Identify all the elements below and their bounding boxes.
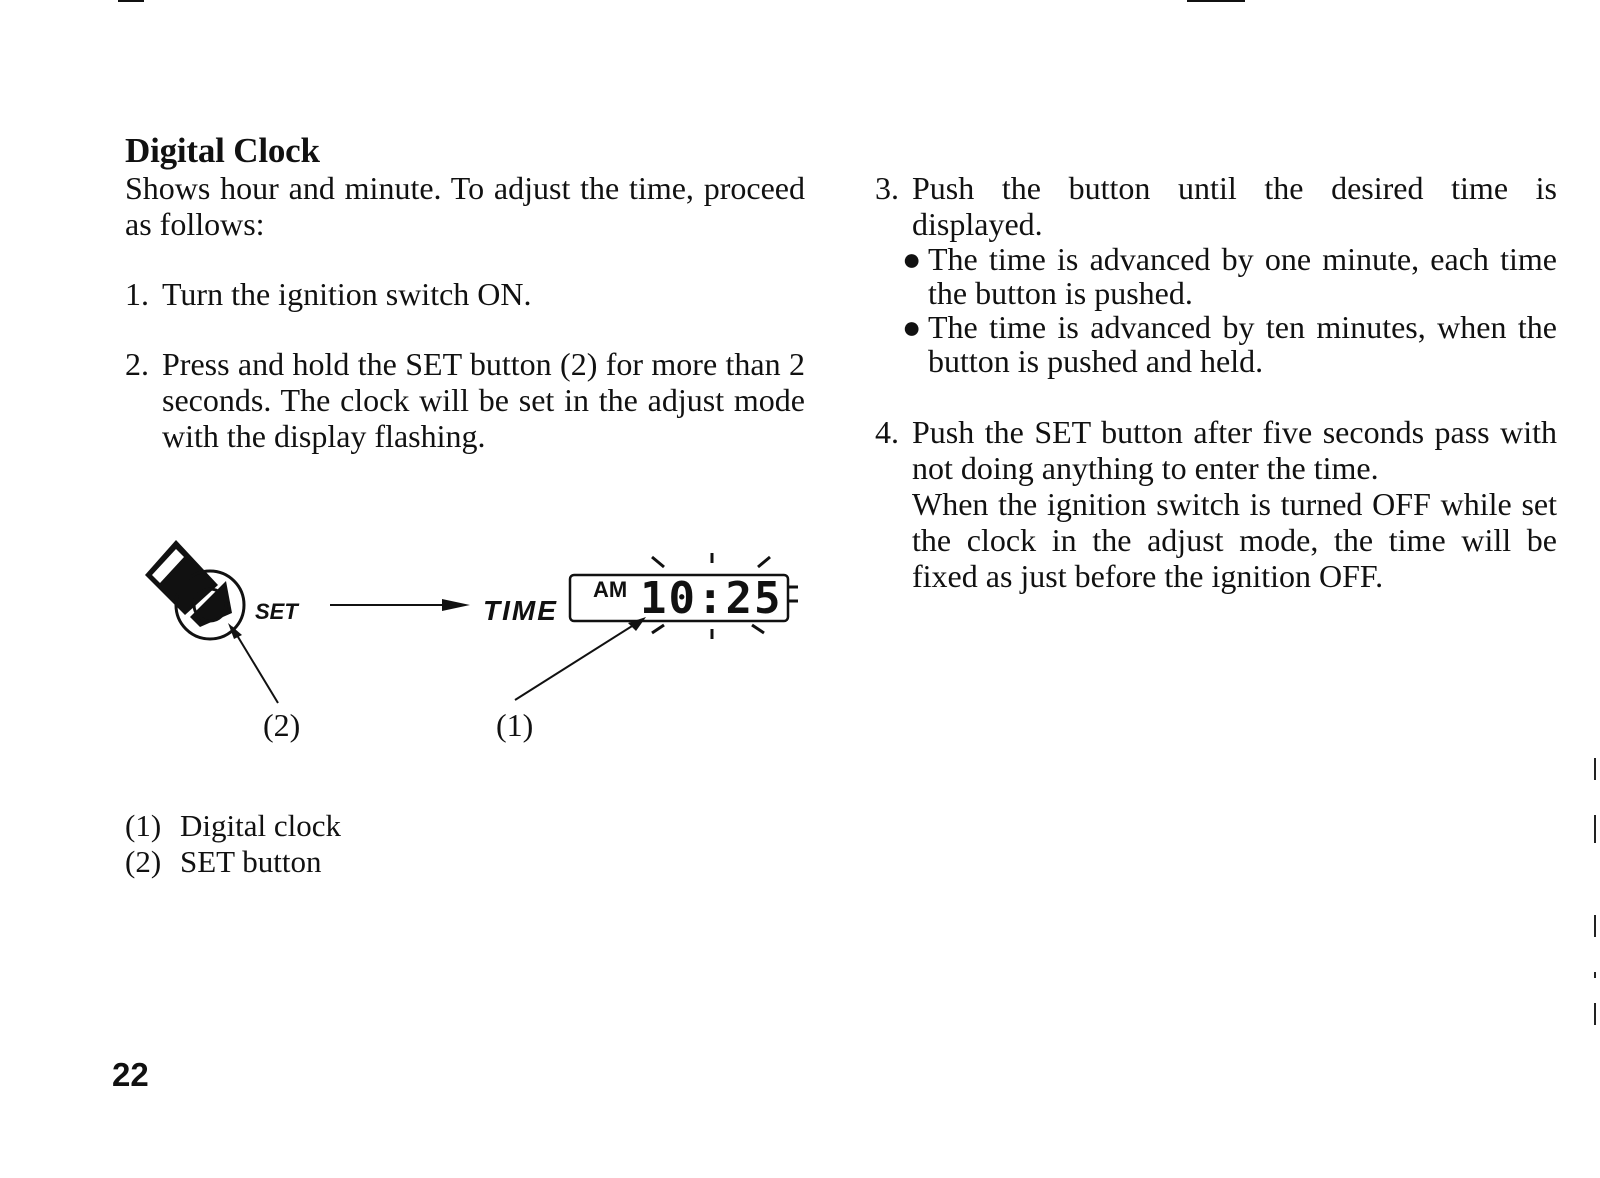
page-number: 22 [112,1056,149,1093]
bullet-text: The time is advanced by ten minutes, whe… [928,309,1557,379]
left-column: Digital Clock Shows hour and minute. To … [125,131,805,455]
step-4: 4. Push the SET button after five second… [875,414,1557,594]
figure-legend: (1) Digital clock (2) SET button [125,808,341,880]
set-label: SET [255,599,298,624]
bullet-icon: ● [902,309,922,345]
scan-mark [1594,1003,1596,1025]
set-button-icon [174,569,246,641]
bullet-text: The time is advanced by one minute, each… [928,241,1557,311]
step-text: Push the button until the desired time i… [912,170,1557,242]
step-number: 1. [125,276,149,312]
scan-mark [118,0,144,2]
legend-text: SET button [180,844,322,879]
press-arrow-icon [145,540,232,627]
intro-paragraph: Shows hour and minute. To adjust the tim… [125,170,805,242]
page-title: Digital Clock [125,131,320,170]
scan-mark [1594,758,1596,780]
leader-line-2 [231,626,279,704]
step-text: Push the SET button after five seconds p… [912,414,1557,486]
step-number: 3. [875,170,899,206]
callout-digital-clock: (1) [496,707,534,743]
step-note: When the ignition switch is turned OFF w… [912,486,1557,594]
legend-number: (1) [125,808,162,843]
lcd-display [568,573,790,623]
scan-mark [1187,0,1245,2]
time-label: TIME [483,595,558,626]
display-am: AM [593,577,628,602]
scan-mark [1594,815,1596,843]
step-3: 3. Push the button until the desired tim… [875,170,1557,242]
legend-number: (2) [125,844,162,879]
clock-diagram: SET TIME AM 10:25 (2) (1) [140,535,820,775]
step-number: 2. [125,346,149,382]
diagram-illustration [145,540,798,704]
legend-item: (2) SET button [125,844,341,880]
scan-mark [1594,972,1596,978]
right-column: 3. Push the button until the desired tim… [875,170,1557,594]
bullet-item: ● The time is advanced by one minute, ea… [892,242,1557,310]
legend-text: Digital clock [180,808,341,843]
step-number: 4. [875,414,899,450]
callout-set-button: (2) [263,707,301,743]
step-3-bullets: ● The time is advanced by one minute, ea… [875,242,1557,378]
step-text: Turn the ignition switch ON. [162,276,532,312]
arrow-head [442,599,470,611]
bullet-item: ● The time is advanced by ten minutes, w… [892,310,1557,378]
display-time: 10:25 [640,573,783,624]
leader-line-1 [514,620,641,701]
step-2: 2. Press and hold the SET button (2) for… [125,346,805,454]
bullet-icon: ● [902,241,922,277]
step-1: 1. Turn the ignition switch ON. [125,276,805,312]
flash-rays [651,553,798,639]
legend-item: (1) Digital clock [125,808,341,844]
scan-mark [1594,915,1596,937]
step-text: Press and hold the SET button (2) for mo… [162,346,805,454]
